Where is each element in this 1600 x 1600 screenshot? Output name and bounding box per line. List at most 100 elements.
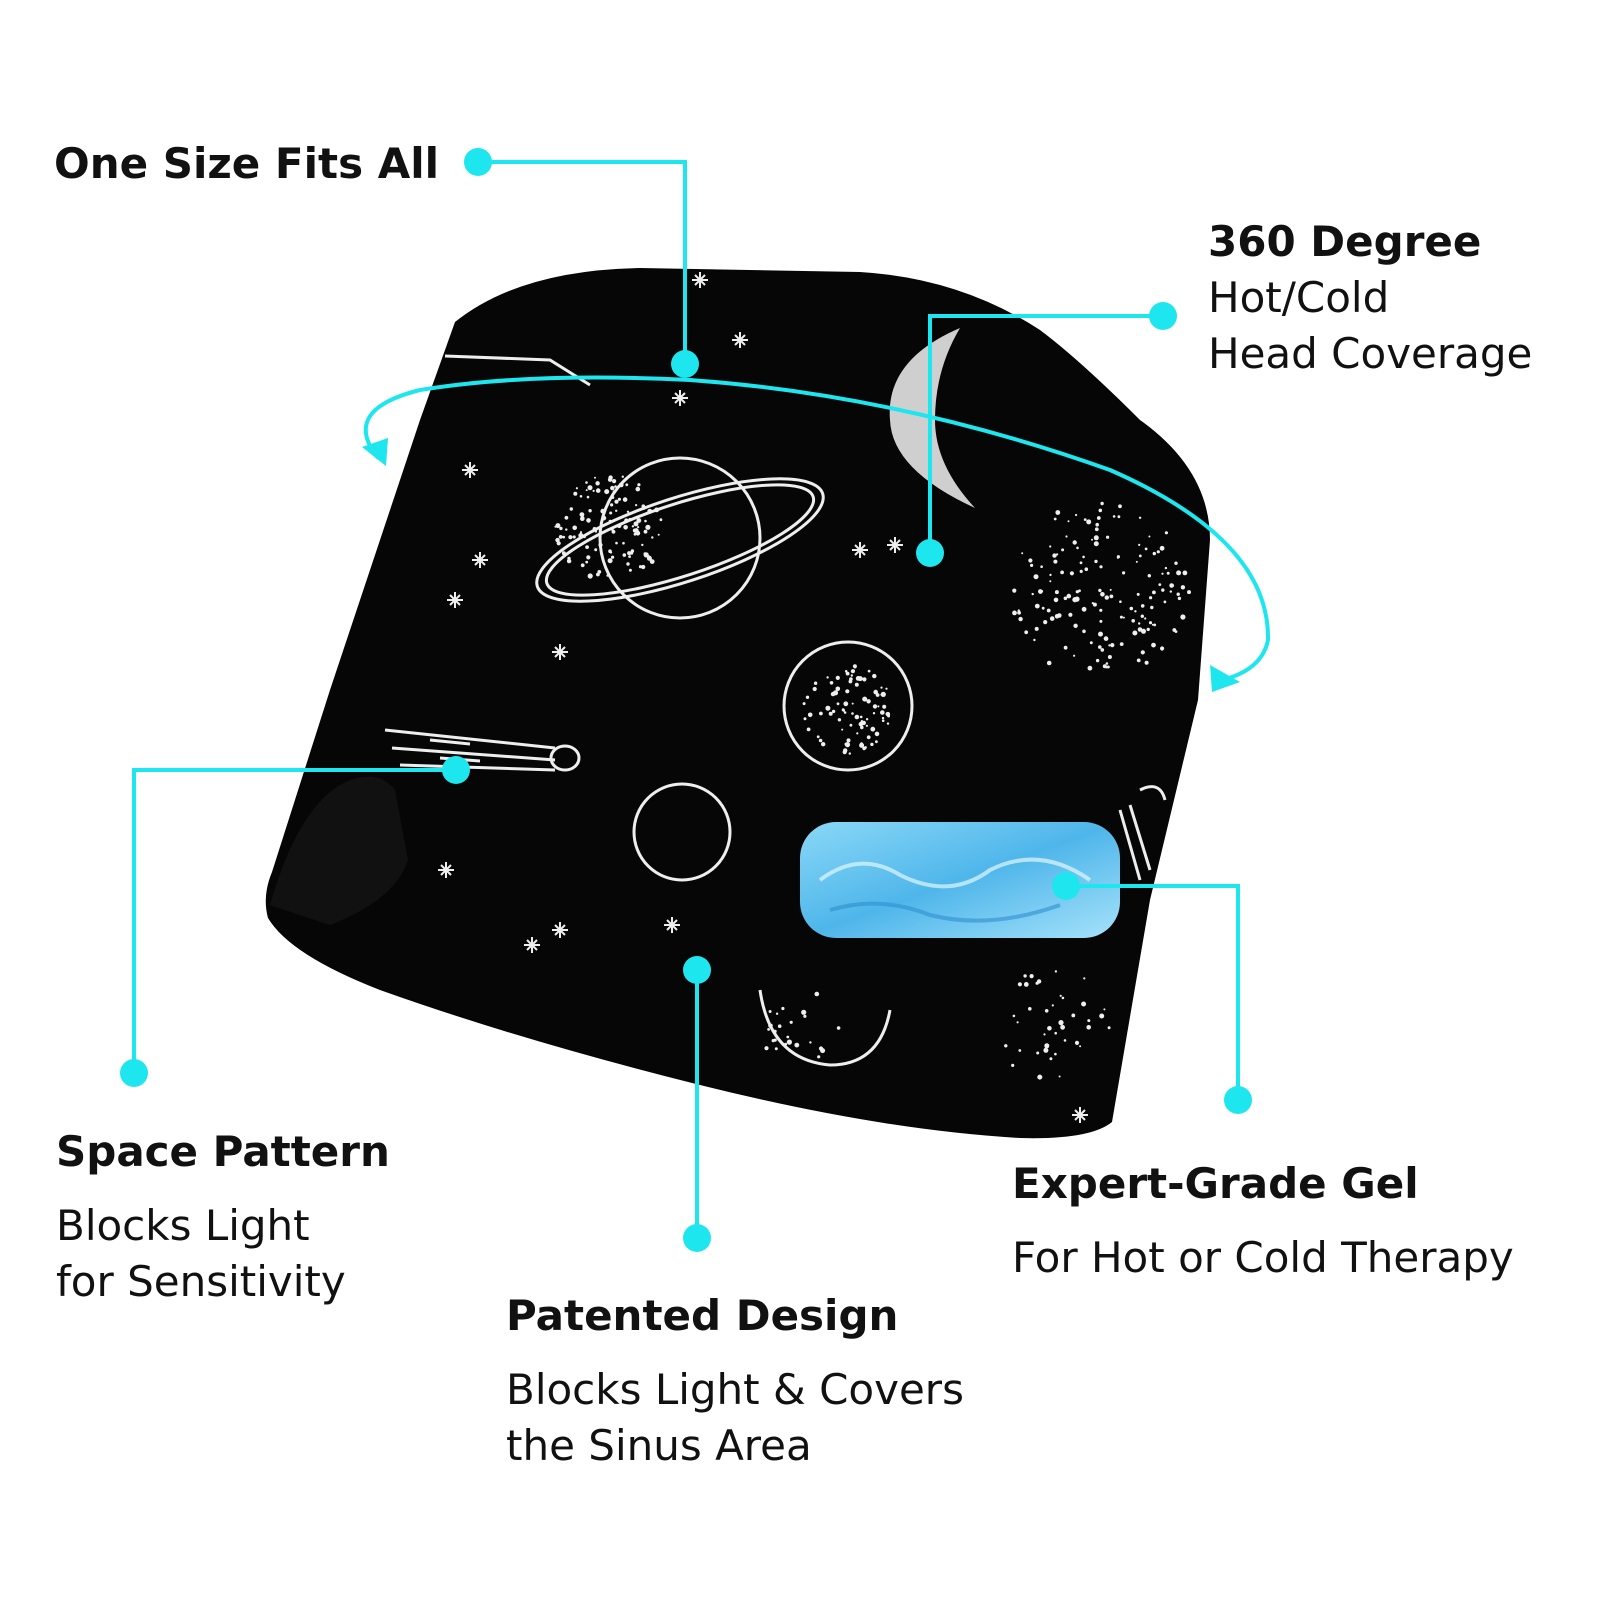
star-dot: [1018, 616, 1023, 622]
star-dot: [1038, 589, 1042, 593]
star-dot: [801, 1009, 807, 1015]
callout-line-360: [928, 314, 1163, 555]
star-dot: [771, 1039, 775, 1043]
star-dot: [1021, 552, 1024, 555]
star-dot: [1108, 644, 1111, 647]
star-dot: [609, 511, 613, 515]
star-dot: [1092, 602, 1097, 607]
star-dot: [1119, 600, 1122, 603]
star-dot: [598, 542, 603, 548]
star-dot: [586, 518, 591, 523]
star-dot: [608, 519, 612, 524]
star-dot: [1089, 641, 1093, 645]
star-dot: [1024, 630, 1029, 635]
star-dot: [1099, 619, 1103, 623]
star-dot: [1100, 592, 1105, 597]
star-dot: [585, 560, 589, 564]
feature-title: Expert-Grade Gel: [1012, 1159, 1419, 1208]
feature-description: the Sinus Area: [506, 1421, 812, 1470]
star-dot: [564, 515, 569, 520]
star-dot: [1106, 665, 1110, 669]
star-dot: [1079, 1045, 1082, 1048]
star-dot: [880, 691, 886, 698]
feature-space-pattern: Space Pattern Blocks Light for Sensitivi…: [56, 1124, 390, 1310]
star-dot: [809, 1041, 812, 1044]
star-dot: [1047, 1026, 1052, 1031]
star-dot: [1117, 515, 1121, 519]
star-dot: [1053, 517, 1057, 521]
star-dot: [858, 721, 864, 727]
star-dot: [617, 497, 622, 501]
star-dot: [1152, 551, 1157, 556]
rotation-arrow: [363, 375, 1271, 682]
star-dot: [1140, 614, 1145, 618]
callout-dot: [464, 148, 492, 176]
star-dot: [773, 1029, 777, 1033]
star-dot: [595, 481, 600, 486]
feature-patented-design: Patented Design Blocks Light & Covers th…: [506, 1288, 964, 1474]
star-dot: [872, 712, 876, 715]
star-dot: [607, 572, 610, 575]
star-dot: [649, 559, 655, 564]
callout-dot: [683, 1224, 711, 1252]
star-dot: [1164, 566, 1168, 570]
star-dot: [1109, 594, 1114, 599]
star-dot: [568, 535, 573, 540]
star-dot: [1138, 554, 1142, 558]
star: [524, 937, 540, 953]
star-dot: [1035, 981, 1039, 985]
star-dot: [1081, 1001, 1087, 1007]
star-dot: [1169, 590, 1173, 593]
star-dot: [1071, 1013, 1076, 1018]
star-dot: [882, 704, 887, 709]
star-dot: [1072, 540, 1077, 545]
star-dot: [555, 537, 560, 543]
star-dot: [1134, 610, 1137, 613]
star-dot: [1159, 545, 1165, 551]
star-dot: [586, 555, 591, 560]
star-dot: [1174, 561, 1178, 565]
star-dot: [1099, 1013, 1105, 1019]
star-dot: [854, 666, 857, 669]
star-dot: [866, 735, 871, 740]
star-dot: [636, 518, 642, 523]
star-dot: [641, 543, 644, 547]
star-dot: [865, 724, 869, 727]
star-dot: [1043, 1047, 1049, 1053]
star-dot: [1140, 604, 1145, 608]
star-dot: [821, 742, 826, 747]
star-dot: [1018, 1049, 1022, 1052]
star-dot: [1112, 515, 1116, 518]
star-dot: [1075, 590, 1079, 594]
star-dot: [1049, 580, 1052, 583]
star-dot: [651, 536, 654, 539]
star-dot: [1153, 623, 1157, 627]
star-dot: [862, 677, 867, 682]
star-dot: [621, 475, 624, 478]
star-dot: [1136, 592, 1140, 596]
star-dot: [851, 702, 854, 705]
star-dot: [585, 481, 588, 484]
star-dot: [633, 521, 639, 527]
star-dot: [764, 1046, 769, 1051]
star-dot: [643, 529, 648, 534]
star-dot: [803, 717, 807, 721]
headband-cap: [265, 268, 1210, 1139]
star-dot: [774, 1047, 778, 1051]
ringed-planet: [535, 456, 825, 620]
star-dot: [1177, 596, 1182, 601]
star-dot: [1136, 658, 1141, 663]
star-dot: [1180, 614, 1186, 620]
star-dot: [580, 563, 585, 568]
star-dot: [581, 516, 585, 519]
star-dot: [1138, 622, 1141, 625]
star-dot: [854, 682, 859, 687]
star-dot: [615, 509, 618, 512]
star-dot: [1041, 606, 1045, 610]
star-dot: [1079, 569, 1083, 574]
star-dot: [841, 728, 844, 731]
star-dot: [828, 711, 833, 716]
star-dot: [1034, 603, 1040, 609]
star-dot: [1079, 561, 1083, 565]
star-dot: [854, 714, 860, 720]
